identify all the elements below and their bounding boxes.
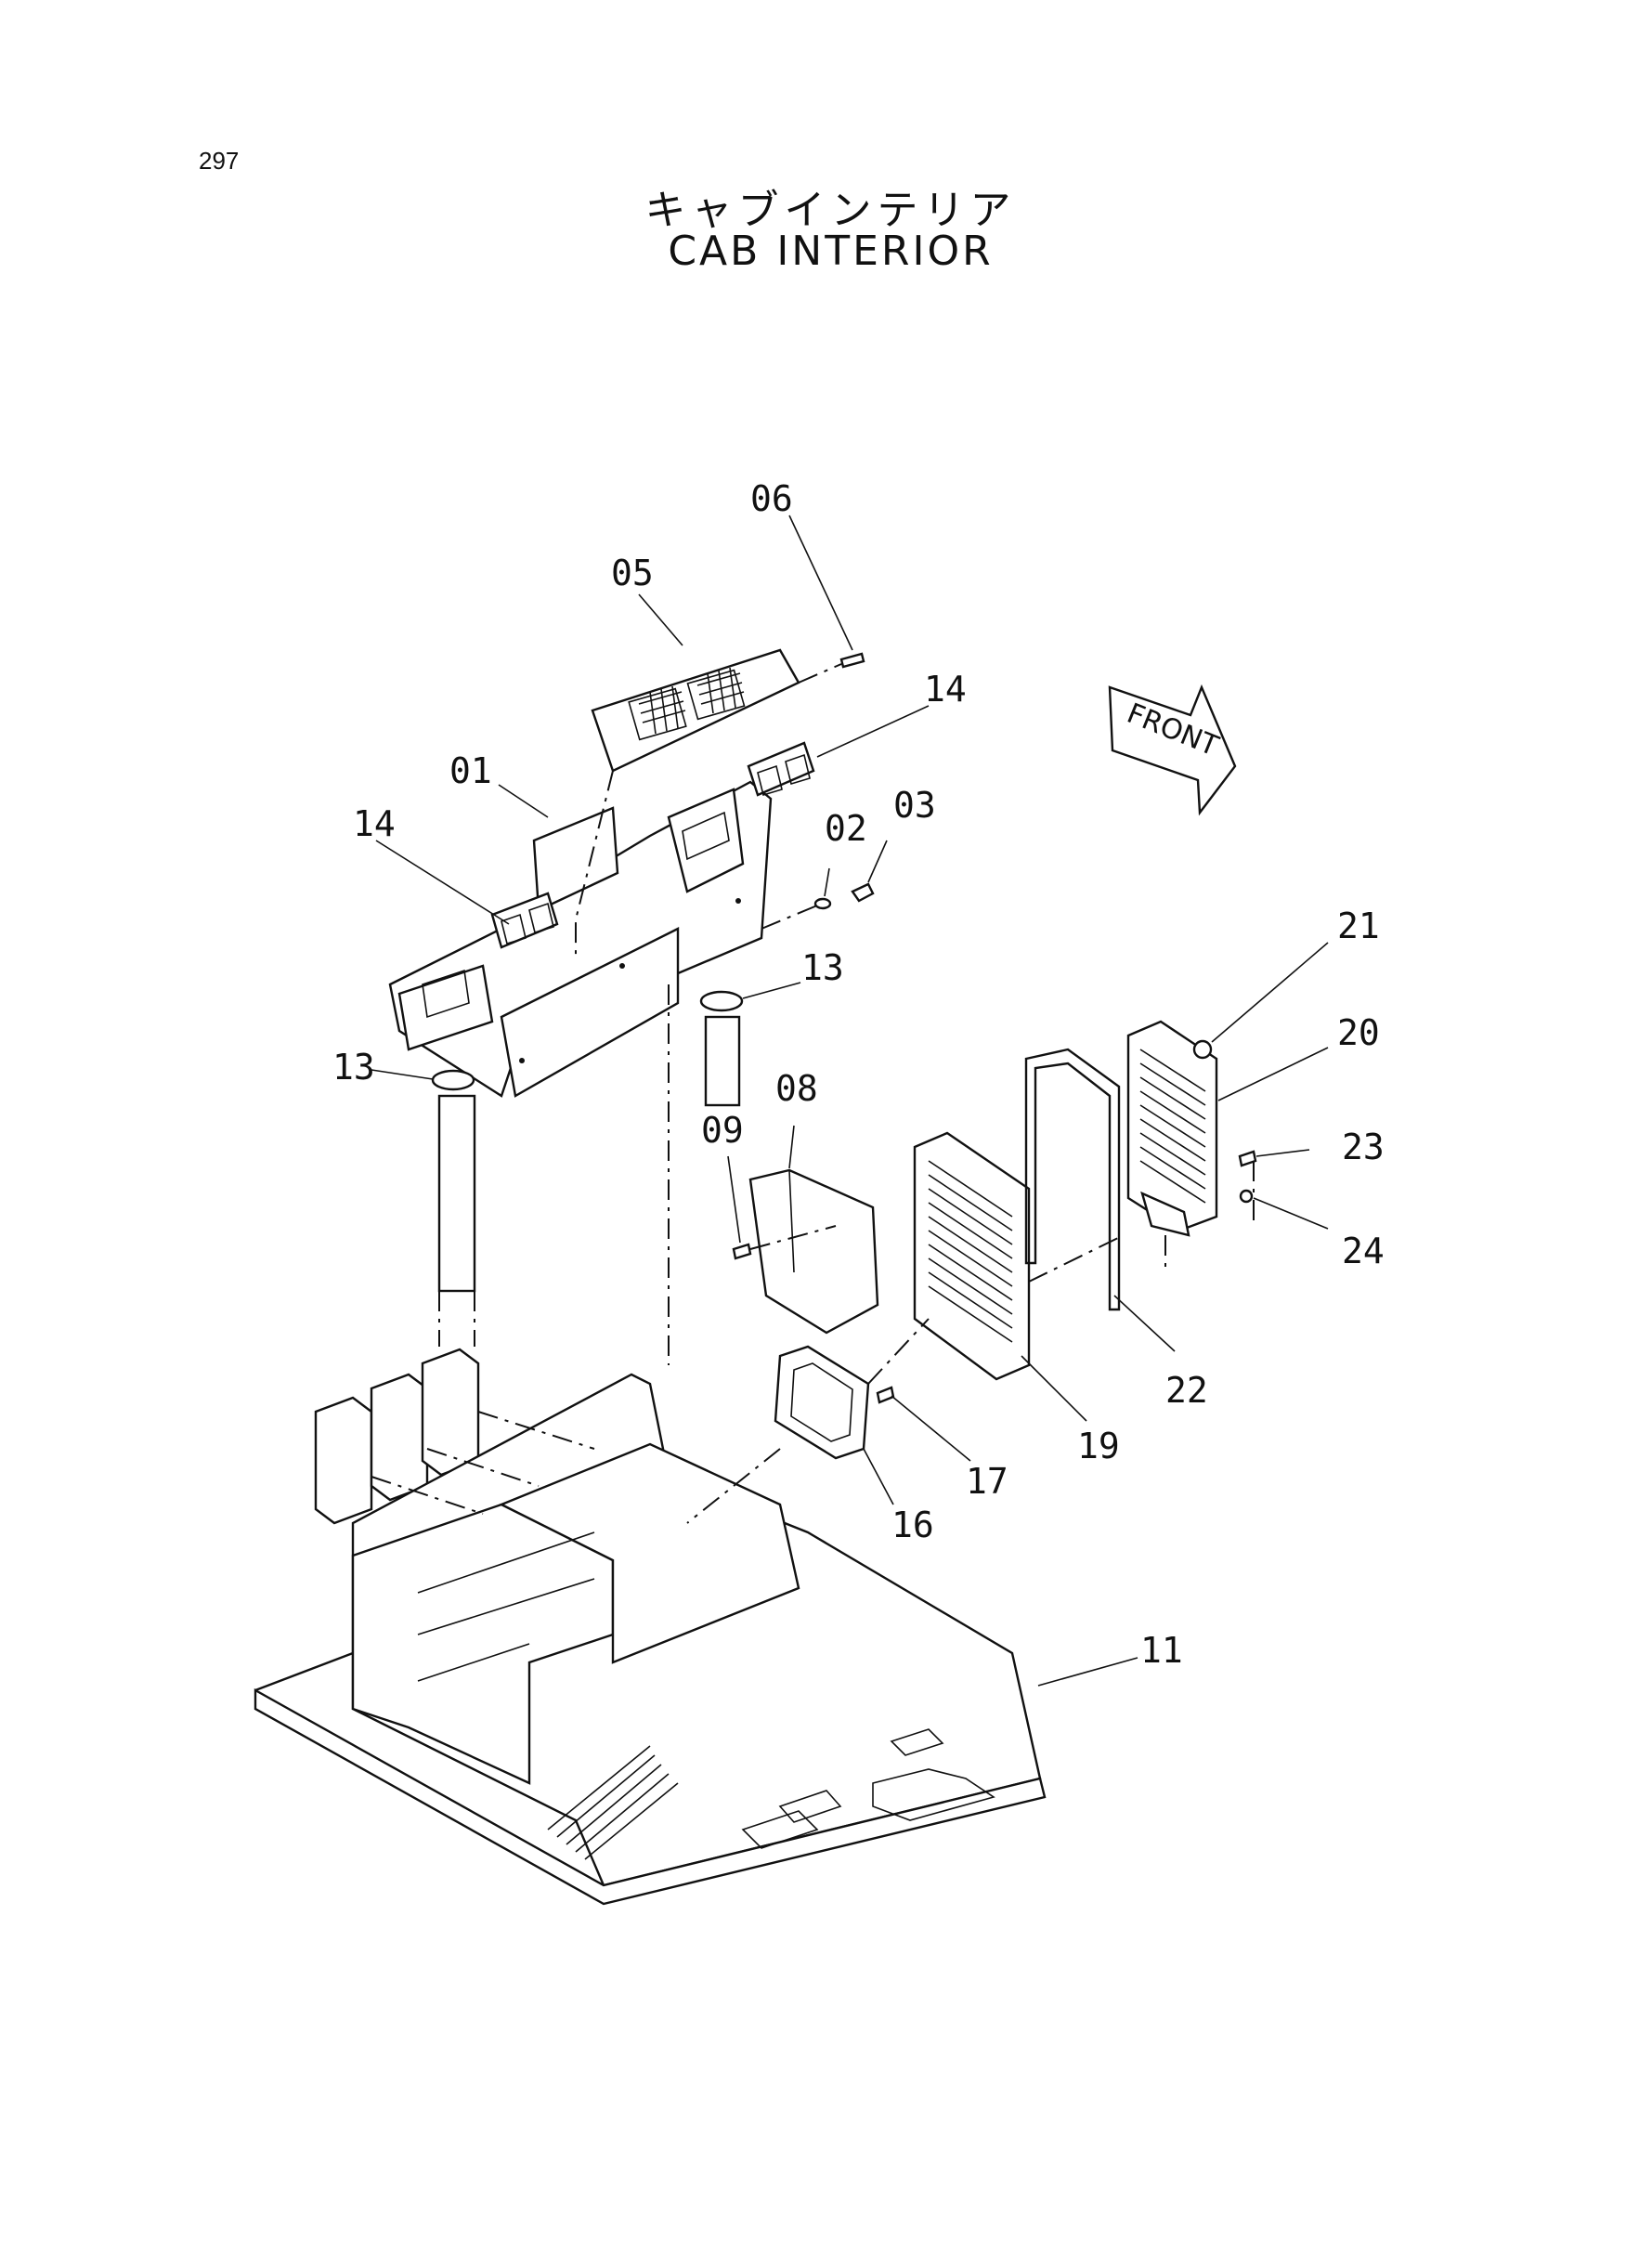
part-16-frame [774, 1345, 870, 1460]
part-13-clamp-right [699, 990, 744, 1107]
callout-23: 23 [1342, 1127, 1385, 1167]
callout-14-left: 14 [353, 803, 396, 844]
callout-22: 22 [1165, 1370, 1208, 1411]
part-20-grille [1126, 1020, 1218, 1237]
callout-24: 24 [1342, 1231, 1385, 1271]
callout-01: 01 [449, 750, 492, 791]
leader-lines [371, 515, 1329, 1687]
part-02-washer [813, 897, 832, 910]
part-13-clamp-left [431, 1069, 476, 1347]
part-24-nut [1239, 1189, 1254, 1204]
callout-13-left: 13 [332, 1047, 375, 1088]
part-01-console [388, 780, 773, 1098]
callout-21: 21 [1337, 905, 1380, 946]
callout-17: 17 [966, 1461, 1008, 1502]
assembly-lines [352, 663, 1255, 1597]
part-14-vent-left [490, 892, 559, 949]
part-21-knob [1192, 1039, 1213, 1060]
part-03-bolt [851, 882, 875, 903]
part-05-overhead-panel [591, 648, 800, 773]
part-17-screw [876, 1386, 895, 1404]
front-arrow: FRONT [1108, 684, 1237, 816]
callout-02: 02 [825, 808, 867, 849]
duct-boxes [314, 1348, 480, 1525]
callout-11: 11 [1140, 1630, 1183, 1671]
part-06-screw [839, 652, 865, 669]
callout-16: 16 [891, 1505, 934, 1545]
part-19-filter [913, 1131, 1031, 1381]
part-08-cover [748, 1168, 879, 1335]
callout-20: 20 [1337, 1012, 1380, 1053]
part-09-screw [732, 1243, 752, 1260]
callout-03: 03 [893, 785, 936, 826]
callout-05: 05 [611, 553, 654, 593]
callout-14-right: 14 [924, 669, 967, 710]
callout-08: 08 [775, 1068, 818, 1109]
callouts: 06 05 14 01 14 02 03 13 13 08 09 21 20 2… [332, 478, 1385, 1671]
part-22-seal [1024, 1048, 1121, 1311]
part-23-bolt [1238, 1150, 1257, 1167]
callout-19: 19 [1077, 1426, 1120, 1466]
part-11-cab-floor [254, 1373, 1047, 1906]
title-japanese: キャブインテリア [644, 187, 1017, 234]
title-english: CAB INTERIOR [668, 228, 994, 275]
callout-13-right: 13 [801, 947, 844, 988]
callout-09: 09 [701, 1110, 744, 1151]
part-14-vent-right [747, 741, 815, 797]
page-number: 297 [199, 147, 240, 175]
callout-06: 06 [750, 478, 793, 519]
